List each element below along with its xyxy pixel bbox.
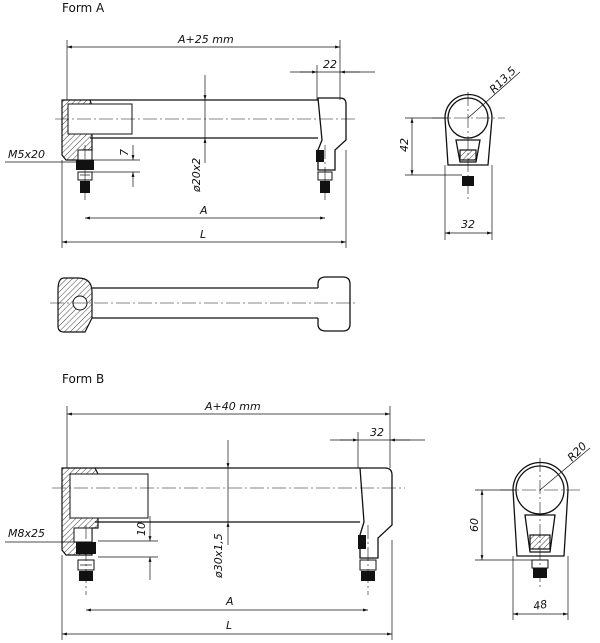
form-b-thread-callout: M8x25 [5,527,78,543]
form-a-thread-callout: M5x20 [5,148,78,163]
form-a-dim-l: L [61,150,347,248]
form-a-thread-label: M5x20 [8,148,45,161]
form-b-side-width-label: 32 [370,426,384,439]
form-b-dim-overall: A+40 mm [66,400,391,468]
form-a-dim-tube: ø20x2 [190,75,207,193]
form-b-height-label: 60 [468,518,481,532]
form-b-overall-length-label: A+40 mm [204,400,261,413]
form-b-dim-depth: 10 [98,516,158,580]
form-a-dim-a: A [85,204,325,220]
form-a-base-width-label: 32 [461,218,475,231]
form-a-a-label: A [199,204,208,217]
form-a-dim-overall: A+25 mm [66,33,341,100]
form-b-dim-side: 32 [330,426,425,468]
form-b-dim-l: L [61,540,393,640]
form-a-front-view [55,97,355,200]
form-a-top-view [50,276,358,333]
form-b-l-label: L [226,619,232,632]
form-a-height-label: 42 [398,138,411,152]
form-b-front-view [52,467,405,595]
form-b-thread-label: M8x25 [8,527,45,540]
form-b-base-width-label: 48 [532,598,548,613]
form-b-depth-label: 10 [135,522,148,536]
form-b-a-label: A [225,595,234,608]
form-a-l-label: L [200,228,206,241]
form-b-side-view: R20 60 48 [468,440,591,620]
form-a-overall-length-label: A+25 mm [177,33,234,46]
form-a-tube-label: ø20x2 [190,158,203,193]
form-b-title: Form B [62,372,104,386]
form-a-title: Form A [62,1,105,15]
form-a-dim-side: 22 [290,58,375,100]
form-b-radius-label: R20 [565,440,589,464]
form-b-tube-label: ø30x1,5 [212,533,225,579]
form-b-dim-a: A [86,595,368,612]
form-a-dim-depth: 7 [92,145,140,187]
form-b-dim-tube: ø30x1,5 [212,440,230,579]
form-a-side-width-label: 22 [323,58,337,71]
form-a-side-view: R13,5 42 32 [398,64,521,240]
form-a-depth-label: 7 [118,149,131,156]
form-a-radius-label: R13,5 [487,64,519,96]
